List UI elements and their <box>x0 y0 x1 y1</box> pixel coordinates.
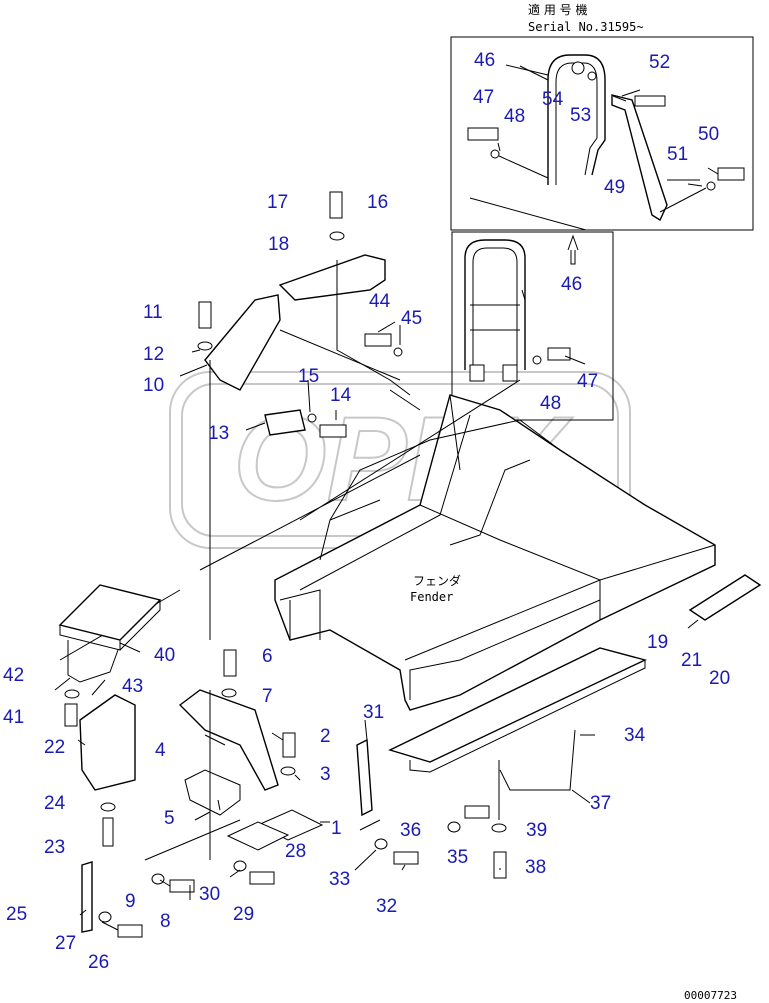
callout-20: 20 <box>709 668 730 689</box>
callout-28: 28 <box>285 841 306 862</box>
callout-4: 4 <box>155 740 166 761</box>
callout-11: 11 <box>143 302 163 323</box>
callout-6: 6 <box>262 646 273 667</box>
callout-35: 35 <box>447 847 468 868</box>
handrail-serial-variant <box>467 54 745 222</box>
callout-34: 34 <box>624 725 646 746</box>
handrail-inset-box <box>451 231 614 421</box>
fender-jp-label: フェンダ <box>413 573 461 588</box>
fender-en-label: Fender <box>410 590 453 604</box>
callout-numbers: 46 52 47 54 53 48 50 51 49 17 16 18 46 1… <box>3 50 730 973</box>
callout-41: 41 <box>3 707 24 728</box>
callout-38: 38 <box>525 857 546 878</box>
applicable-serial-jp: 適 用 号 機 <box>528 2 587 17</box>
callout-47: 47 <box>473 87 494 108</box>
center-step-parts <box>144 649 324 893</box>
callout-50: 50 <box>698 124 719 145</box>
callout-45: 45 <box>401 308 422 329</box>
callout-19: 19 <box>647 632 668 653</box>
callout-13: 13 <box>208 423 229 444</box>
callout-43: 43 <box>122 676 143 697</box>
callout-33: 33 <box>329 869 350 890</box>
upper-bracket-parts <box>197 191 421 640</box>
callout-36: 36 <box>400 820 421 841</box>
leader-lines <box>77 64 719 931</box>
callout-9: 9 <box>125 891 136 912</box>
main-frame <box>59 379 762 711</box>
inset-arrow-icon <box>567 234 579 265</box>
callout-32: 32 <box>376 896 397 917</box>
callout-44: 44 <box>369 291 391 312</box>
callout-3: 3 <box>320 764 331 785</box>
callout-10: 10 <box>143 375 164 396</box>
callout-7: 7 <box>262 686 273 707</box>
callout-1: 1 <box>331 818 342 839</box>
callout-14: 14 <box>330 385 352 406</box>
callout-53: 53 <box>570 105 591 126</box>
callout-46: 46 <box>474 50 495 71</box>
document-number: 00007723 <box>684 989 737 1002</box>
callout-16: 16 <box>367 192 388 213</box>
callout-17: 17 <box>267 192 288 213</box>
callout-37: 37 <box>590 793 611 814</box>
callout-21: 21 <box>681 650 702 671</box>
callout-18: 18 <box>268 234 289 255</box>
callout-29: 29 <box>233 904 254 925</box>
callout-42: 42 <box>3 665 24 686</box>
lower-left-parts <box>79 694 143 938</box>
callout-40: 40 <box>154 645 175 666</box>
callout-48-b: 48 <box>540 393 561 414</box>
callout-46-b: 46 <box>561 274 582 295</box>
callout-48: 48 <box>504 106 525 127</box>
callout-15: 15 <box>298 366 319 387</box>
callout-52: 52 <box>649 52 670 73</box>
callout-39: 39 <box>526 820 547 841</box>
serial-number-label: Serial No.31595~ <box>528 20 644 34</box>
handrail-inset <box>464 239 571 382</box>
callout-49: 49 <box>604 177 625 198</box>
callout-31: 31 <box>363 702 384 723</box>
fender-parts <box>356 647 648 879</box>
callout-22: 22 <box>44 737 65 758</box>
callout-8: 8 <box>160 911 171 932</box>
callout-51: 51 <box>667 144 688 165</box>
callout-47-b: 47 <box>577 371 598 392</box>
serial-inset-box <box>450 36 754 231</box>
callout-23: 23 <box>44 837 65 858</box>
callout-26: 26 <box>88 952 109 973</box>
callout-27: 27 <box>55 933 76 954</box>
callout-5: 5 <box>164 808 175 829</box>
callout-30: 30 <box>199 884 220 905</box>
callout-2: 2 <box>320 726 331 747</box>
callout-25: 25 <box>6 904 27 925</box>
callout-12: 12 <box>143 344 164 365</box>
callout-24: 24 <box>44 793 66 814</box>
callout-54: 54 <box>542 89 564 110</box>
step-assembly <box>54 584 162 727</box>
